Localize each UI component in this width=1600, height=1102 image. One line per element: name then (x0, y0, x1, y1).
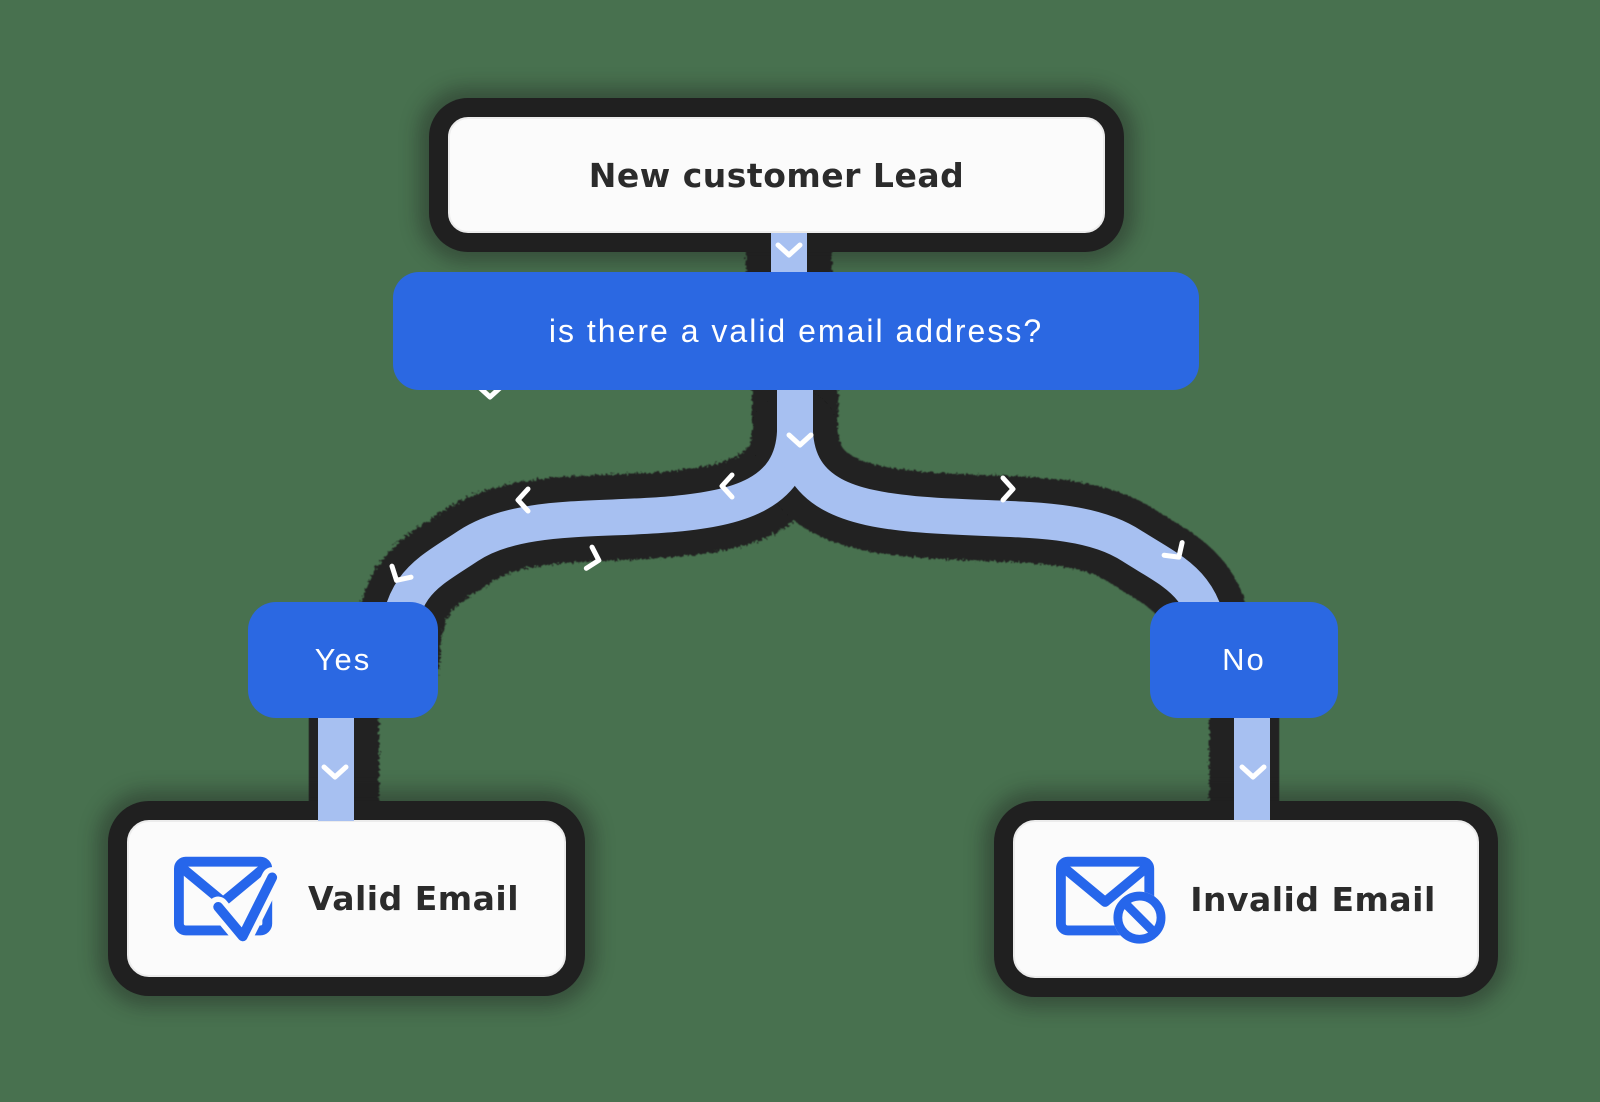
flow-chevron-icon (321, 764, 349, 780)
edge-question-no (777, 430, 1229, 656)
node-label: Yes (314, 642, 372, 677)
flow-chevron-icon (786, 432, 814, 448)
edge-question-yes (379, 430, 813, 656)
node-new-customer-lead: New customer Lead (448, 117, 1105, 233)
flow-chevron-icon (1239, 764, 1267, 780)
node-valid-email-question: is there a valid email address? (393, 272, 1199, 390)
node-invalid-email: Invalid Email (1013, 820, 1479, 978)
node-yes: Yes (248, 602, 438, 718)
flow-chevron-icon (389, 563, 414, 583)
flow-chevron-icon (719, 472, 735, 500)
node-label: No (1222, 642, 1266, 677)
flow-chevron-icon (515, 486, 531, 514)
flow-chevron-icon (583, 544, 602, 571)
node-label: is there a valid email address? (548, 312, 1044, 349)
node-valid-email: Valid Email (127, 820, 566, 977)
edge-question-yes-outline (354, 389, 838, 703)
node-label: New customer Lead (588, 155, 965, 195)
node-label: Valid Email (307, 879, 520, 918)
flow-chevron-icon (1161, 540, 1185, 560)
email-check-icon (173, 856, 283, 947)
node-label: Invalid Email (1190, 879, 1436, 919)
node-no: No (1150, 602, 1338, 718)
edge-question-no-outline (752, 389, 1254, 703)
email-blocked-icon (1056, 856, 1166, 944)
flow-chevron-icon (1000, 475, 1016, 503)
flow-chevron-icon (775, 242, 803, 258)
